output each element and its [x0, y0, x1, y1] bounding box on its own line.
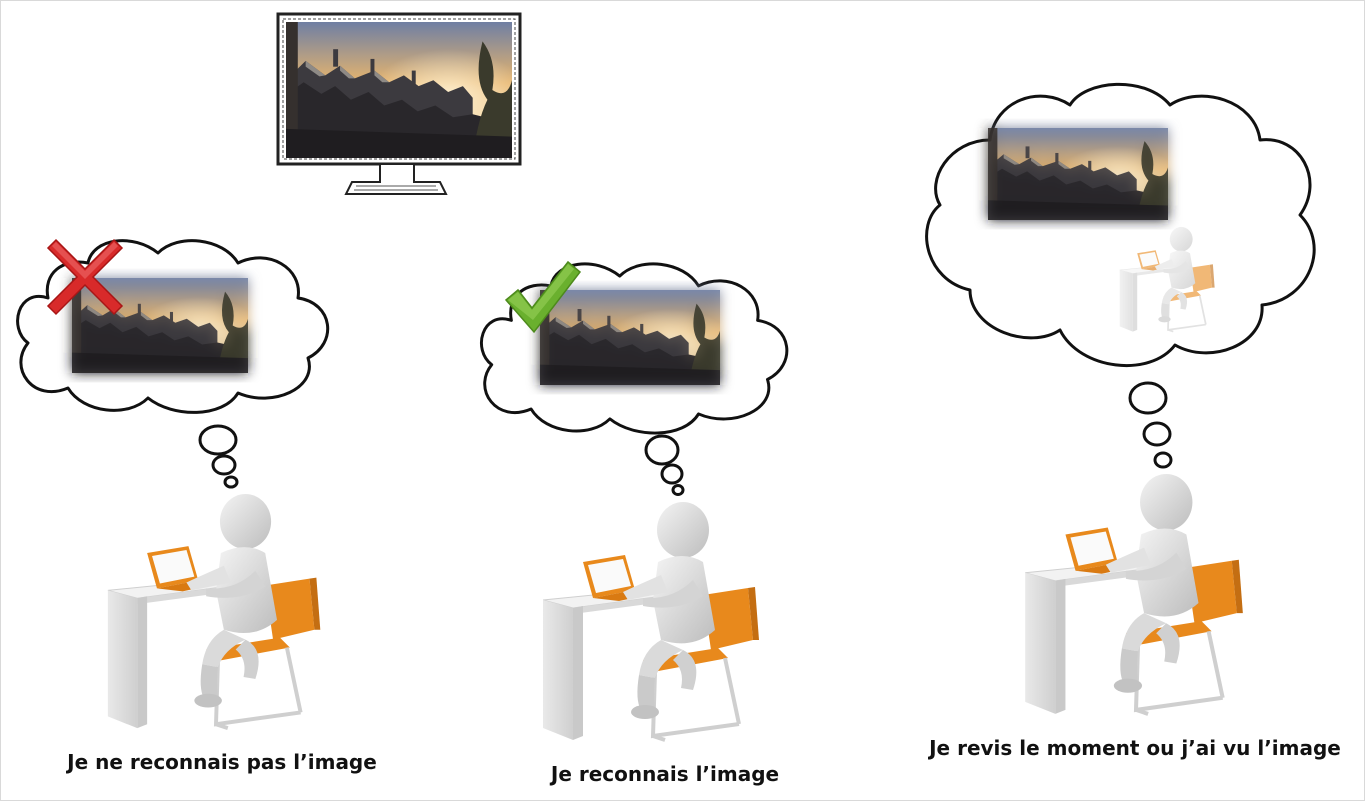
person-panel3 — [1025, 474, 1243, 714]
monitor — [276, 12, 522, 195]
thought-bubble-panel2 — [481, 264, 786, 496]
caption-recollection: Je revis le moment ou j’ai vu l’image — [929, 736, 1341, 760]
red-cross-icon — [46, 238, 124, 316]
green-check-icon — [504, 260, 582, 334]
caption-not-recognized: Je ne reconnais pas l’image — [67, 750, 377, 774]
thought-bubble-panel3 — [925, 82, 1316, 469]
person-panel2 — [543, 502, 759, 740]
caption-recognized: Je reconnais l’image — [550, 762, 780, 786]
person-panel1 — [108, 494, 321, 728]
thought-bubble-panel1 — [18, 241, 328, 489]
